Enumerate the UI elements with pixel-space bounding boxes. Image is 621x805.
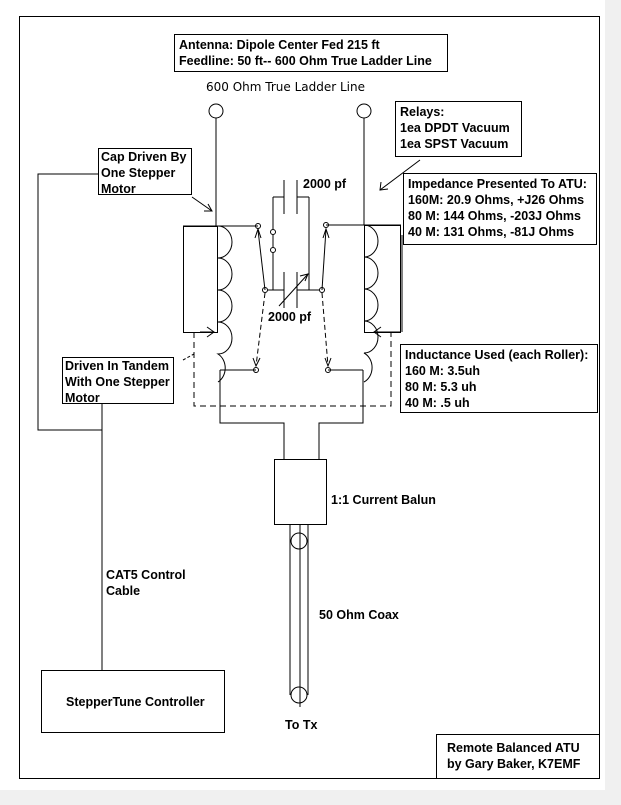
credit-title: Remote Balanced ATU (447, 741, 580, 755)
relay-item: 1ea SPST Vacuum (400, 137, 509, 151)
title-box: Antenna: Dipole Center Fed 215 ft Feedli… (174, 34, 448, 72)
credit-box: Remote Balanced ATU by Gary Baker, K7EMF (436, 734, 600, 779)
tandem-line: With One Stepper (65, 375, 170, 389)
relay-contacts (252, 222, 332, 373)
capacitor-network (268, 180, 319, 308)
relay-pointer-arrow (379, 159, 421, 191)
relay-arrowhead (379, 181, 389, 191)
tandem-box: Driven In Tandem With One Stepper Motor (62, 357, 174, 405)
controller-box: StepperTune Controller (41, 670, 225, 733)
cable-label-line1: CAT5 Control (106, 568, 186, 582)
coax-label: 50 Ohm Coax (319, 608, 399, 622)
left-roller-inductor (183, 225, 258, 383)
impedance-row: 40 M: 131 Ohms, -81J Ohms (408, 225, 575, 239)
right-roller-inductor (326, 224, 401, 383)
balun-label: 1:1 Current Balun (331, 493, 436, 507)
cap-motor-line: Cap Driven By (101, 150, 187, 164)
impedance-heading: Impedance Presented To ATU: (408, 177, 587, 191)
tandem-pointer (182, 353, 195, 361)
relays-heading: Relays: (400, 105, 445, 119)
cap-motor-line: One Stepper (101, 166, 176, 180)
tandem-line: Driven In Tandem (65, 359, 169, 373)
antenna-spec: Antenna: Dipole Center Fed 215 ft (179, 38, 380, 52)
impedance-box: Impedance Presented To ATU: 160M: 20.9 O… (403, 173, 597, 245)
tandem-line: Motor (65, 391, 100, 405)
inductance-box: Inductance Used (each Roller): 160 M: 3.… (400, 344, 598, 413)
right-antenna-terminal (356, 103, 372, 119)
controller-label: StepperTune Controller (66, 695, 205, 709)
capacitor-top-value: 2000 pf (303, 177, 347, 191)
inductance-row: 160 M: 3.5uh (405, 364, 481, 378)
tandem-linkage (193, 332, 392, 407)
control-cable (37, 173, 103, 670)
relay-item: 1ea DPDT Vacuum (400, 121, 510, 135)
cap-arrowhead (204, 203, 213, 212)
cap-motor-box: Cap Driven By One Stepper Motor (98, 148, 192, 196)
capacitor-bottom-value: 2000 pf (268, 310, 312, 324)
cable-label-line2: Cable (106, 584, 141, 598)
impedance-row: 80 M: 144 Ohms, -203J Ohms (408, 209, 581, 223)
feedline-spec: Feedline: 50 ft-- 600 Ohm True Ladder Li… (179, 54, 432, 68)
cap-pointer-arrow (191, 196, 213, 212)
inductance-row: 80 M: 5.3 uh (405, 380, 477, 394)
cap-motor-line: Motor (101, 182, 136, 196)
inductance-row: 40 M: .5 uh (405, 396, 470, 410)
coax-line (289, 524, 309, 707)
diagram-canvas: Antenna: Dipole Center Fed 215 ft Feedli… (0, 0, 605, 790)
ladder-line-label: 600 Ohm True Ladder Line (206, 80, 365, 94)
impedance-row: 160M: 20.9 Ohms, +J26 Ohms (408, 193, 585, 207)
left-antenna-terminal (208, 103, 224, 119)
inductance-heading: Inductance Used (each Roller): (405, 348, 589, 362)
output-wiring (219, 370, 364, 525)
outer-border (19, 16, 600, 779)
credit-author: by Gary Baker, K7EMF (447, 757, 581, 771)
relays-box: Relays: 1ea DPDT Vacuum 1ea SPST Vacuum (395, 101, 522, 157)
to-tx-label: To Tx (285, 718, 318, 732)
